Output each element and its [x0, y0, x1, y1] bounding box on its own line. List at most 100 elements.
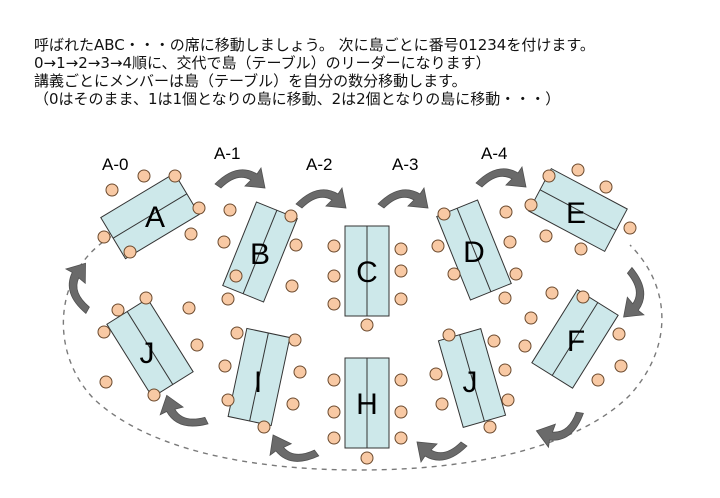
table-divider [539, 189, 617, 231]
table-divider [551, 302, 599, 376]
table-b-label: B [250, 238, 270, 271]
seat [435, 397, 449, 411]
seat [599, 180, 613, 194]
seat [483, 420, 497, 434]
seat [289, 238, 303, 252]
seat [360, 451, 374, 465]
seat [137, 169, 151, 183]
table-i-label: I [254, 366, 262, 399]
table-h [344, 357, 390, 449]
seat [509, 267, 523, 281]
seat [394, 292, 408, 306]
seat [576, 290, 590, 304]
seat [612, 327, 626, 341]
seat [327, 405, 341, 419]
seat [394, 264, 408, 278]
seat [591, 373, 605, 387]
seat [184, 227, 198, 241]
seat [99, 375, 113, 389]
table-divider [112, 193, 188, 239]
rotation-ring [62, 231, 663, 471]
arrow-label-a1: A-1 [214, 144, 240, 163]
seat [147, 388, 161, 402]
seat [442, 328, 456, 342]
seat [574, 242, 588, 256]
seat [327, 431, 341, 445]
arrow-label-a0: A-0 [102, 155, 128, 174]
table-c-label: C [356, 256, 378, 289]
instruction-line: （0はそのまま、1は1個となりの島に移動、2は2個となりの島に移動・・・） [34, 90, 561, 108]
table-divider [459, 334, 485, 422]
seat [327, 239, 341, 253]
curved-arrow-icon [475, 166, 527, 188]
seat [431, 239, 445, 253]
table-f-label: F [567, 325, 585, 358]
seats [97, 163, 637, 465]
seat [542, 169, 556, 183]
seat [105, 183, 119, 197]
seat [182, 301, 196, 315]
seat [257, 420, 271, 434]
table-d-label: D [463, 236, 485, 269]
arrow-label-a4: A-4 [481, 144, 507, 163]
seat [437, 207, 451, 221]
seat [429, 367, 443, 381]
seat [285, 279, 299, 293]
curved-arrow-icon [295, 187, 347, 209]
table-i [227, 327, 291, 427]
table-j-left-label: J [140, 337, 155, 370]
seat [123, 245, 137, 259]
seat [539, 229, 553, 243]
seat [394, 373, 408, 387]
seat [284, 209, 298, 223]
instruction-line: 0→1→2→3→4順に、交代で島（テーブル）のリーダーになります） [34, 54, 491, 72]
seat [487, 334, 501, 348]
seat [286, 397, 300, 411]
table-divider [249, 332, 269, 422]
seat [327, 297, 341, 311]
seat [97, 230, 111, 244]
seat [288, 333, 302, 347]
seat [230, 326, 244, 340]
instruction-line: 講義ごとにメンバーは島（テーブル）を自分の数分移動します。 [34, 72, 467, 90]
seat [229, 269, 243, 283]
seat [571, 163, 585, 177]
seat [394, 405, 408, 419]
curved-arrow-icon [416, 441, 468, 463]
seat [447, 267, 461, 281]
instruction-line: 呼ばれたABC・・・の席に移動しましょう。 次に島ごとに番号01234を付けます… [34, 36, 595, 54]
seat [524, 198, 538, 212]
table-j-right [437, 328, 507, 428]
curved-arrow-icon [623, 266, 649, 320]
seat [221, 292, 235, 306]
seat [394, 431, 408, 445]
seat [192, 201, 206, 215]
seat [327, 269, 341, 283]
instructions: 呼ばれたABC・・・の席に移動しましょう。 次に島ごとに番号01234を付けます… [34, 36, 595, 108]
seat [218, 359, 232, 373]
curved-arrow-icon [214, 167, 266, 189]
curved-arrow-icon [65, 262, 91, 316]
curved-arrow-icon [156, 394, 211, 439]
table-divider [456, 208, 492, 292]
table-e [528, 167, 628, 253]
table-j-right-label: J [463, 366, 478, 399]
seat [293, 365, 307, 379]
table-j-left [106, 298, 194, 398]
table-divider [242, 210, 278, 294]
seat [97, 325, 111, 339]
seat [545, 286, 559, 300]
table-h-label: H [356, 388, 378, 421]
seat [503, 235, 517, 249]
curved-arrow-icon [535, 409, 591, 450]
table-f [531, 289, 619, 389]
seat [394, 242, 408, 256]
seat [111, 303, 125, 317]
seat [499, 205, 513, 219]
table-divider [126, 311, 174, 385]
seat [518, 339, 532, 353]
seat [614, 359, 628, 373]
table-c [344, 225, 390, 317]
seat [623, 221, 637, 235]
